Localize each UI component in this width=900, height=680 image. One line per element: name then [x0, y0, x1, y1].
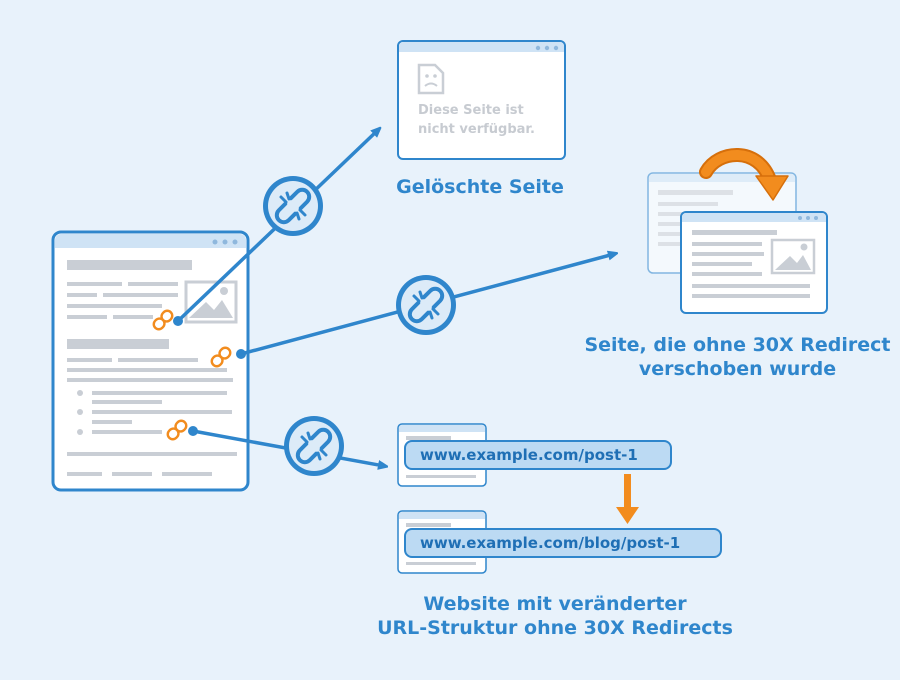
source-page-window — [51, 230, 250, 492]
moved-page-caption: Seite, die ohne 30X Redirect verschoben … — [575, 333, 900, 381]
url-caption-line-2: URL-Struktur ohne 30X Redirects — [377, 617, 733, 639]
unavailable-line-2: nicht verfügbar. — [418, 122, 535, 137]
image-placeholder-icon — [770, 238, 816, 275]
moved-caption-line-1: Seite, die ohne 30X Redirect — [584, 334, 891, 356]
sad-document-icon — [417, 63, 445, 95]
moved-page-windows — [647, 148, 828, 314]
old-url-pill: www.example.com/post-1 — [404, 440, 672, 470]
deleted-page-window — [397, 40, 566, 160]
broken-link-icon — [282, 414, 346, 478]
moved-caption-line-2: verschoben wurde — [638, 358, 837, 380]
broken-link-icon — [394, 273, 458, 337]
url-caption-line-1: Website mit veränderter — [423, 593, 687, 615]
orange-down-arrow — [616, 474, 639, 524]
new-url-pill: www.example.com/blog/post-1 — [404, 528, 722, 558]
deleted-page-caption: Gelöschte Seite — [396, 176, 564, 198]
broken-link-icon — [261, 174, 325, 238]
image-placeholder-icon — [184, 280, 238, 324]
page-unavailable-message: Diese Seite ist nicht verfügbar. — [418, 101, 558, 139]
curved-arrow-icon — [699, 148, 789, 201]
url-structure-caption: Website mit veränderter URL-Struktur ohn… — [345, 592, 765, 640]
unavailable-line-1: Diese Seite ist — [418, 103, 524, 118]
